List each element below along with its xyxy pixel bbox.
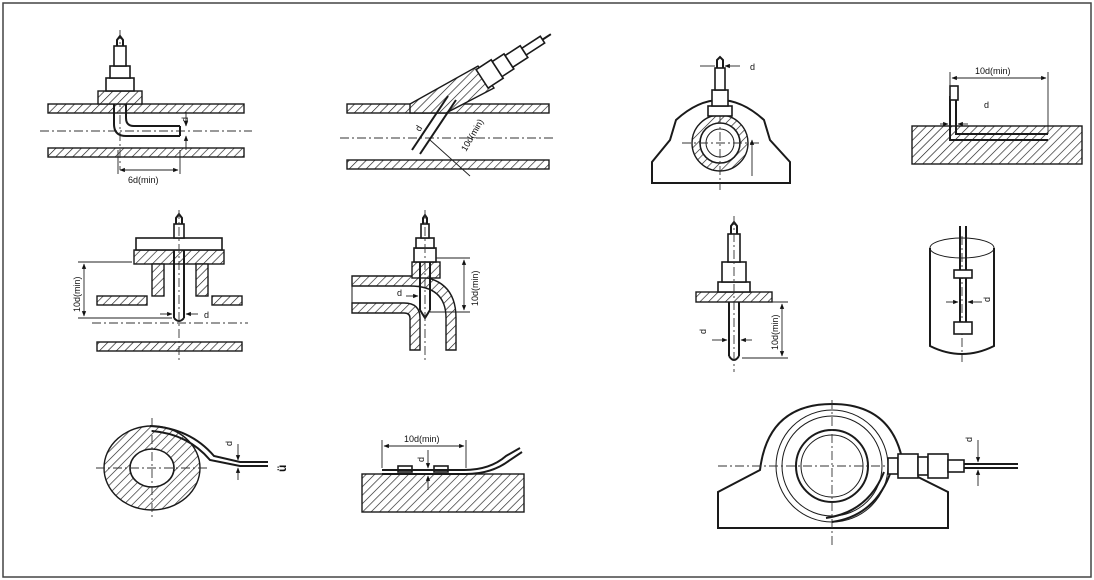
fig4-d-label: d	[984, 100, 989, 110]
fig7-d-label: d	[698, 329, 708, 334]
figure-straight-pipe-bent-probe: d 6d(min)	[40, 30, 252, 185]
figure-bearing-housing-probe: d	[651, 55, 791, 190]
fig10-d-label: d	[416, 457, 426, 462]
fig5-d-label: d	[204, 310, 209, 320]
fig2-length-label: 10d(min)	[459, 117, 485, 153]
fig4-length-label: 10d(min)	[975, 66, 1011, 76]
fig8-d-label: d	[982, 297, 992, 302]
figure-large-bearing-housing-side-probe: d	[717, 400, 1018, 548]
figure-flange-plate-probe: 10d(min) d	[695, 216, 788, 372]
fig6-length-label: 10d(min)	[470, 270, 480, 306]
figure-plate-l-probe: d 10d(min)	[911, 66, 1083, 165]
figure-cylinder-clamp-probe: d	[929, 226, 995, 362]
fig3-d-label: d	[750, 62, 755, 72]
fig10-length-label: 10d(min)	[404, 434, 440, 444]
figure-surface-bent-probe: 10d(min) d	[361, 434, 525, 513]
figure-tee-boss-probe: 10d(min) d	[72, 210, 248, 360]
fig2-d-label: d	[413, 124, 424, 133]
fig11-d-label: d	[964, 437, 974, 442]
fig1-d-label: d	[180, 117, 190, 122]
fig6-d-label: d	[397, 288, 402, 298]
figure-round-bar-wrapped-probe: d ü	[96, 418, 289, 520]
figure-pipe-angled-probe: d 10d(min)	[340, 33, 556, 177]
figure-elbow-probe: 10d(min) d	[351, 210, 480, 360]
fig1-length-label: 6d(min)	[128, 175, 159, 185]
fig7-length-label: 10d(min)	[770, 314, 780, 350]
fig9-mark-label: ü	[275, 465, 289, 472]
fig5-length-label: 10d(min)	[72, 276, 82, 312]
fig9-d-label: d	[224, 441, 234, 446]
